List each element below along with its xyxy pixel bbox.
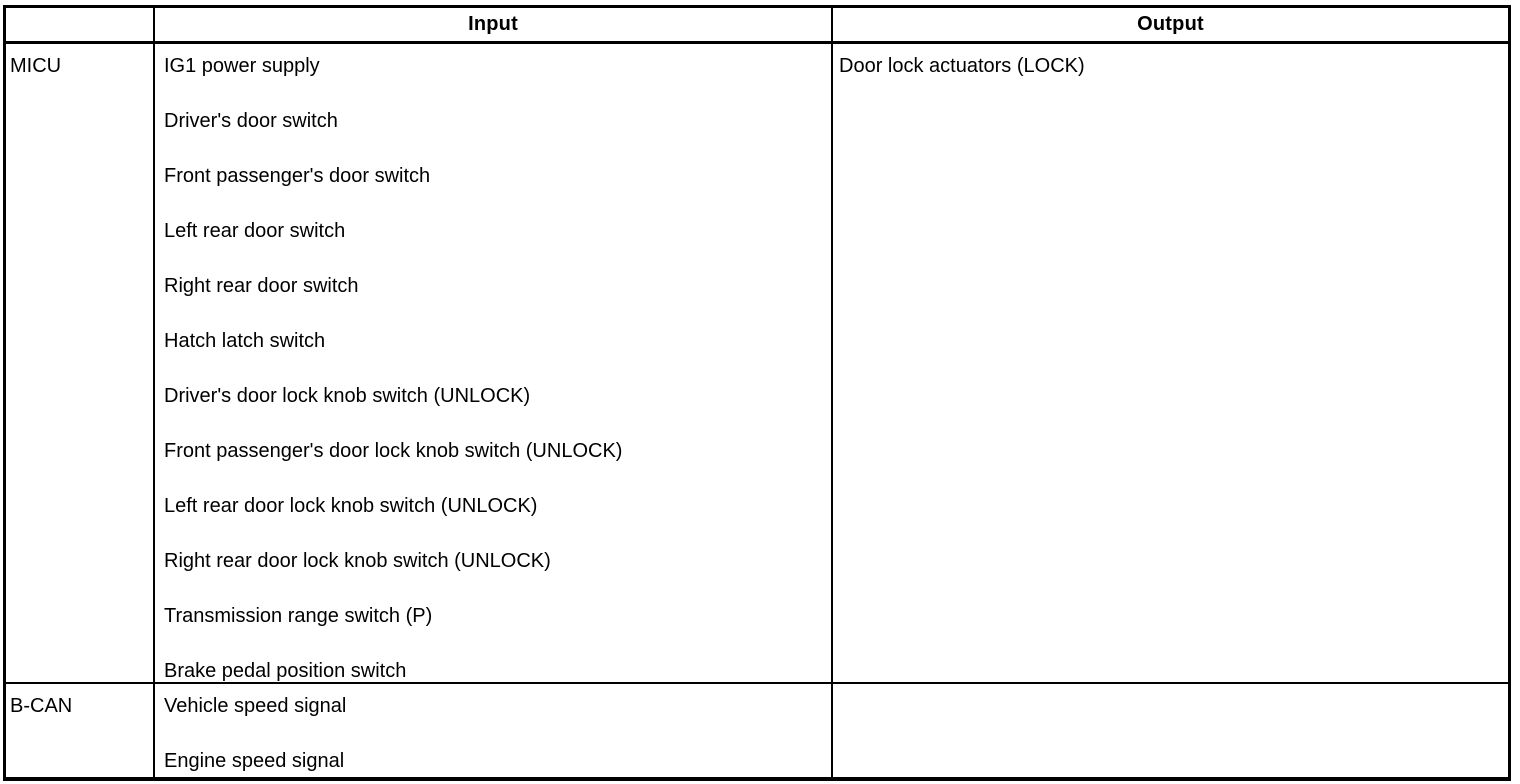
list-item: Door lock actuators (LOCK) bbox=[839, 55, 1085, 77]
output-item-list: Door lock actuators (LOCK) bbox=[833, 44, 1508, 110]
header-cell-input: Input bbox=[153, 8, 831, 41]
input-item-list: Vehicle speed signal Engine speed signal bbox=[155, 684, 831, 777]
cell-input-bcan: Vehicle speed signal Engine speed signal bbox=[153, 684, 831, 777]
list-item: Right rear door lock knob switch (UNLOCK… bbox=[164, 550, 551, 572]
input-output-table: Input Output MICU IG1 power supply Drive… bbox=[3, 5, 1511, 781]
list-item: Right rear door switch bbox=[164, 275, 359, 297]
list-item: Vehicle speed signal bbox=[164, 695, 347, 717]
cell-system-bcan: B-CAN bbox=[6, 684, 153, 777]
input-item-list: IG1 power supply Driver's door switch Fr… bbox=[155, 44, 831, 715]
cell-system-micu: MICU bbox=[6, 44, 153, 682]
table-body: MICU IG1 power supply Driver's door swit… bbox=[6, 44, 1508, 777]
list-item: Left rear door lock knob switch (UNLOCK) bbox=[164, 495, 538, 517]
cell-output-bcan bbox=[831, 684, 1508, 777]
list-item: Front passenger's door switch bbox=[164, 165, 431, 187]
table-row: B-CAN Vehicle speed signal Engine speed … bbox=[6, 684, 1508, 777]
system-label: B-CAN bbox=[10, 695, 73, 717]
list-item: Front passenger's door lock knob switch … bbox=[164, 440, 623, 462]
list-item: Brake pedal position switch bbox=[164, 660, 407, 682]
header-cell-system bbox=[6, 8, 153, 41]
system-label: MICU bbox=[10, 55, 62, 77]
header-cell-output: Output bbox=[831, 8, 1508, 41]
list-item: Hatch latch switch bbox=[164, 330, 326, 352]
cell-output-micu: Door lock actuators (LOCK) bbox=[831, 44, 1508, 682]
list-item: Engine speed signal bbox=[164, 750, 345, 772]
list-item: Driver's door switch bbox=[164, 110, 338, 132]
list-item: Left rear door switch bbox=[164, 220, 346, 242]
list-item: IG1 power supply bbox=[164, 55, 320, 77]
list-item: Transmission range switch (P) bbox=[164, 605, 433, 627]
list-item: Driver's door lock knob switch (UNLOCK) bbox=[164, 385, 531, 407]
table-row: MICU IG1 power supply Driver's door swit… bbox=[6, 44, 1508, 684]
cell-input-micu: IG1 power supply Driver's door switch Fr… bbox=[153, 44, 831, 682]
table-header-row: Input Output bbox=[6, 8, 1508, 44]
